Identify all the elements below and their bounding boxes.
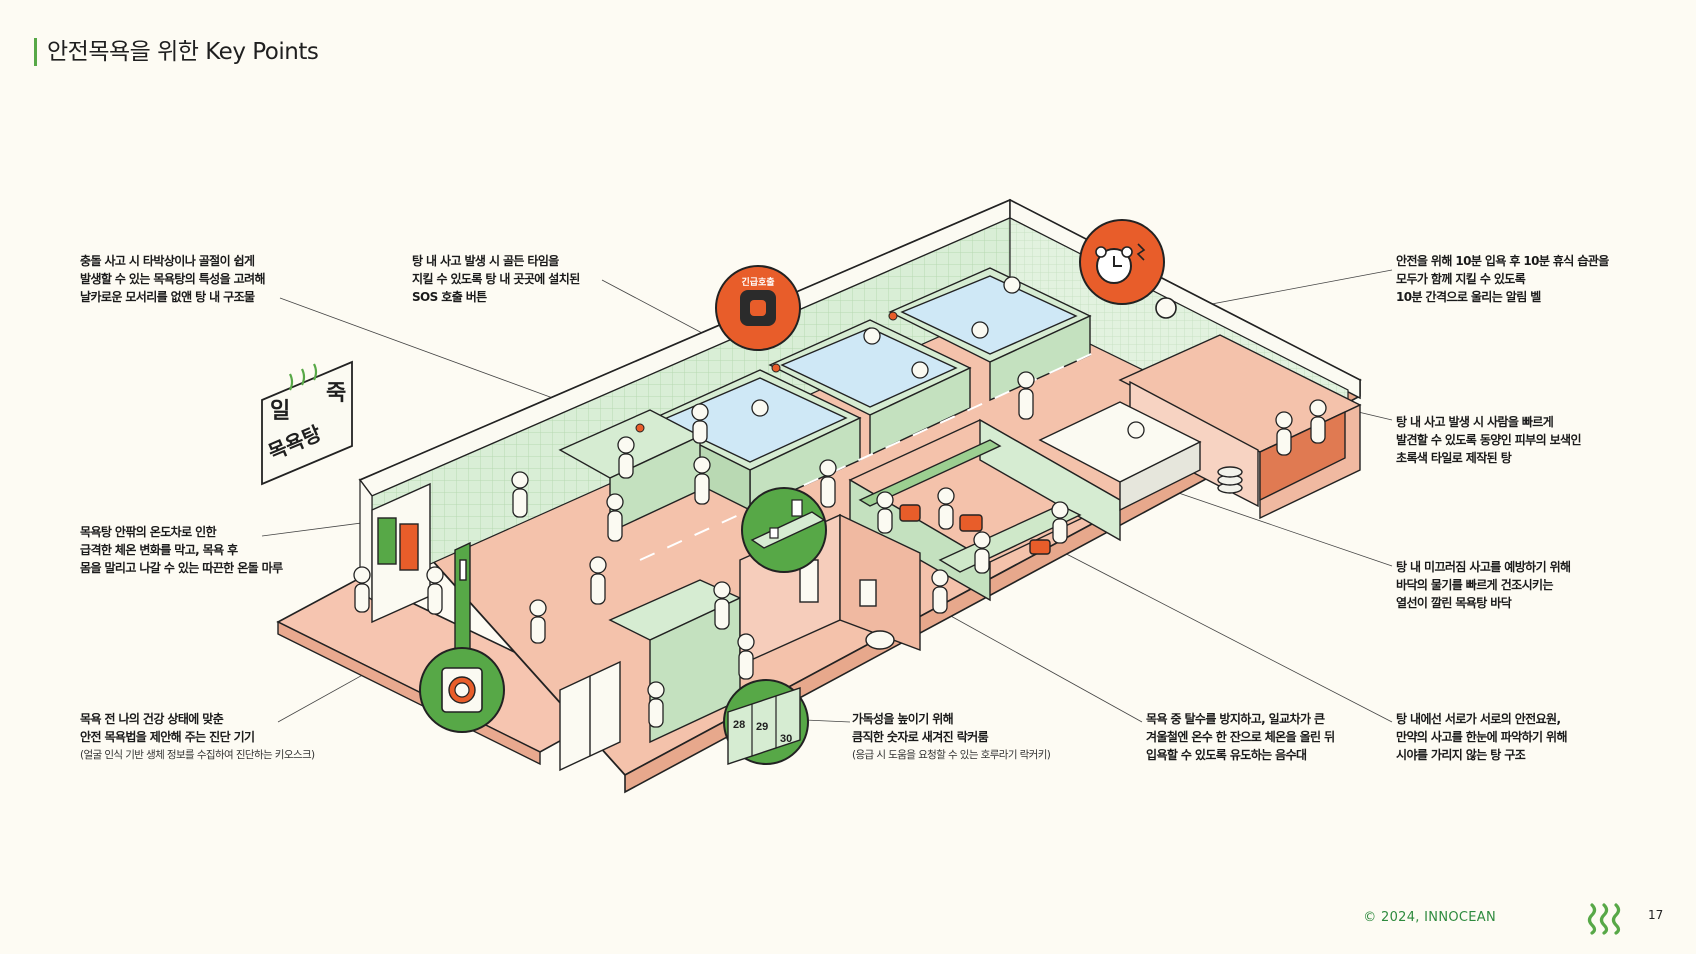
callout-line: 바닥의 물기를 빠르게 건조시키는 (1396, 578, 1554, 592)
sos-badge-label: 긴급호출 (741, 276, 774, 287)
callout-line: 안전을 위해 10분 입욕 후 10분 휴식 습관을 (1396, 254, 1609, 268)
callout-sub: (얼굴 인식 기반 생체 정보를 수집하여 진단하는 키오스크) (80, 749, 315, 761)
locker-number-30: 30 (780, 733, 792, 745)
copyright: © 2024, INNOCEAN (1363, 910, 1496, 925)
callout-alarm-bell: 안전을 위해 10분 입욕 후 10분 휴식 습관을 모두가 함께 지킬 수 있… (1396, 252, 1609, 306)
alarm-clock-badge (1079, 219, 1177, 319)
locker-badge (723, 679, 809, 765)
callout-sos-button: 탕 내 사고 발생 시 골든 타임을 지킬 수 있도록 탕 내 곳곳에 설치된 … (412, 252, 580, 306)
callout-locker: 가독성을 높이기 위해 큼직한 숫자로 새겨진 락커룸 (응급 시 도움을 요청… (852, 710, 1051, 764)
innocean-logo-icon (1587, 903, 1621, 935)
callout-line: SOS 호출 버튼 (412, 290, 487, 304)
callout-line: 안전 목욕법을 제안해 주는 진단 기기 (80, 730, 255, 744)
callout-drinking-fountain: 목욕 중 탈수를 방지하고, 일교차가 큰 겨울철엔 온수 한 잔으로 체온을 … (1146, 710, 1335, 764)
callout-line: 초록색 타일로 제작된 탕 (1396, 451, 1512, 465)
page-title: 안전목욕을 위한 Key Points (34, 38, 319, 66)
callout-line: 목욕 전 나의 건강 상태에 맞춘 (80, 712, 224, 726)
callout-open-view: 탕 내에선 서로가 서로의 안전요원, 만약의 사고를 한눈에 파악하기 위해 … (1396, 710, 1568, 764)
callout-line: 몸을 말리고 나갈 수 있는 따끈한 온돌 마루 (80, 561, 283, 575)
callout-line: 지킬 수 있도록 탕 내 곳곳에 설치된 (412, 272, 580, 286)
callout-line: 입욕할 수 있도록 유도하는 음수대 (1146, 748, 1307, 762)
callout-line: 탕 내에선 서로가 서로의 안전요원, (1396, 712, 1561, 726)
kiosk-badge (419, 647, 505, 733)
callout-line: 10분 간격으로 울리는 알림 벨 (1396, 290, 1541, 304)
bath-tubs (558, 267, 1092, 534)
callout-line: 만약의 사고를 한눈에 파악하기 위해 (1396, 730, 1568, 744)
callout-rounded-structure: 충돌 사고 시 타박상이나 골절이 쉽게 발생할 수 있는 목욕탕의 특성을 고… (80, 252, 266, 306)
callout-line: 급격한 체온 변화를 막고, 목욕 후 (80, 543, 238, 557)
callout-line: 발견할 수 있도록 동양인 피부의 보색인 (1396, 433, 1582, 447)
wall-sos-buttons (635, 311, 898, 433)
callout-line: 열선이 깔린 목욕탕 바닥 (1396, 596, 1512, 610)
page-number: 17 (1648, 908, 1664, 922)
rest-room (1038, 334, 1362, 520)
sign-text-1: 일 (270, 398, 290, 423)
sign-text-2: 죽 (326, 380, 346, 405)
locker-number-28: 28 (733, 719, 745, 731)
water-dispenser-badge (741, 487, 827, 573)
callout-line: 발생할 수 있는 목욕탕의 특성을 고려해 (80, 272, 266, 286)
callout-kiosk: 목욕 전 나의 건강 상태에 맞춘 안전 목욕법을 제안해 주는 진단 기기 (… (80, 710, 315, 764)
locker-number-29: 29 (756, 721, 768, 733)
callout-line: 목욕탕 안팎의 온도차로 인한 (80, 525, 217, 539)
callout-heated-floor: 목욕탕 안팎의 온도차로 인한 급격한 체온 변화를 막고, 목욕 후 몸을 말… (80, 523, 283, 577)
callout-green-tile: 탕 내 사고 발생 시 사람을 빠르게 발견할 수 있도록 동양인 피부의 보색… (1396, 413, 1582, 467)
callout-line: 가독성을 높이기 위해 (852, 712, 954, 726)
people (353, 276, 1327, 728)
sos-button-badge (715, 265, 801, 351)
callout-sub: (응급 시 도움을 요청할 수 있는 호루라기 락커키) (852, 749, 1051, 761)
callout-line: 탕 내 미끄러짐 사고를 예방하기 위해 (1396, 560, 1571, 574)
callout-anti-slip-floor: 탕 내 미끄러짐 사고를 예방하기 위해 바닥의 물기를 빠르게 건조시키는 열… (1396, 558, 1571, 612)
callout-line: 날카로운 모서리를 없앤 탕 내 구조물 (80, 290, 255, 304)
callout-line: 탕 내 사고 발생 시 사람을 빠르게 (1396, 415, 1554, 429)
locker-area (371, 482, 742, 772)
callout-line: 겨울철엔 온수 한 잔으로 체온을 올린 뒤 (1146, 730, 1335, 744)
callout-line: 충돌 사고 시 타박상이나 골절이 쉽게 (80, 254, 255, 268)
callout-line: 시야를 가리지 않는 탕 구조 (1396, 748, 1526, 762)
callout-line: 모두가 함께 지킬 수 있도록 (1396, 272, 1526, 286)
callout-line: 목욕 중 탈수를 방지하고, 일교차가 큰 (1146, 712, 1325, 726)
callout-line: 탕 내 사고 발생 시 골든 타임을 (412, 254, 559, 268)
callout-line: 큼직한 숫자로 새겨진 락커룸 (852, 730, 989, 744)
bathhouse-sign (261, 360, 353, 486)
